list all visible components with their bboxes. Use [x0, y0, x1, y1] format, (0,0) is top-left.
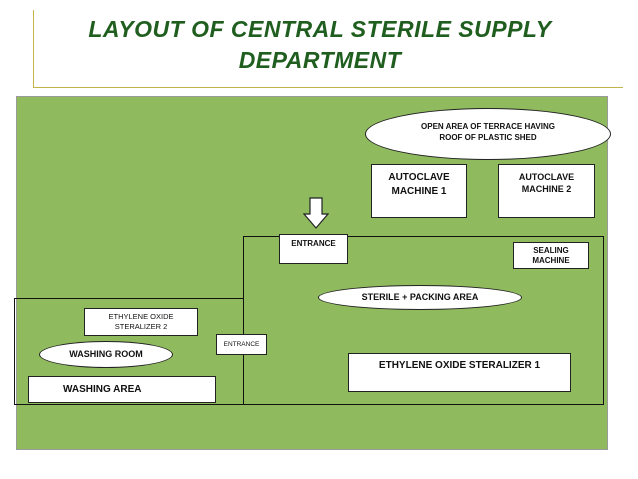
- sealing-machine: SEALING MACHINE: [513, 242, 589, 269]
- left-room-left-wall: [14, 298, 15, 405]
- left-room-bottom-wall: [14, 404, 244, 405]
- main-entrance-label: ENTRANCE: [291, 239, 336, 248]
- right-room-right-wall: [603, 236, 604, 404]
- terrace-label-line-2: ROOF OF PLASTIC SHED: [439, 133, 537, 142]
- autoclave-2-label-line-2: MACHINE 2: [521, 184, 572, 194]
- sterile-packing-label: STERILE + PACKING AREA: [361, 292, 479, 302]
- terrace-label-line-1: OPEN AREA OF TERRACE HAVING: [421, 122, 555, 131]
- washing-area: WASHING AREA: [28, 376, 216, 403]
- autoclave-2-label-line-1: AUTOCLAVE: [518, 172, 575, 182]
- autoclave-machine-1: AUTOCLAVE MACHINE 1: [371, 164, 467, 218]
- autoclave-1-label-line-1: AUTOCLAVE: [388, 172, 450, 183]
- title-line-1: LAYOUT OF CENTRAL STERILE SUPPLY: [88, 16, 552, 42]
- title-accent-rule: [33, 10, 34, 88]
- washing-room: WASHING ROOM: [39, 341, 173, 368]
- right-room-bottom-wall: [243, 404, 604, 405]
- right-room-top-wall: [243, 236, 603, 237]
- ethylene-oxide-sterilizer-1: ETHYLENE OXIDE STERALIZER 1: [348, 353, 571, 392]
- left-room-top-wall: [14, 298, 244, 299]
- page-title: LAYOUT OF CENTRAL STERILE SUPPLY DEPARTM…: [40, 14, 600, 76]
- autoclave-machine-2: AUTOCLAVE MACHINE 2: [498, 164, 595, 218]
- eo1-label: ETHYLENE OXIDE STERALIZER 1: [378, 360, 541, 371]
- sealing-label-line-2: MACHINE: [532, 256, 570, 265]
- washing-entrance: ENTRANCE: [216, 334, 267, 355]
- terrace-area: OPEN AREA OF TERRACE HAVING ROOF OF PLAS…: [365, 108, 611, 160]
- washing-entrance-label: ENTRANCE: [223, 341, 260, 348]
- title-line-2: DEPARTMENT: [238, 47, 402, 73]
- washing-room-label: WASHING ROOM: [69, 349, 143, 359]
- autoclave-1-label-line-2: MACHINE 1: [391, 186, 447, 197]
- ethylene-oxide-sterilizer-2: ETHYLENE OXIDE STERALIZER 2: [84, 308, 198, 336]
- eo2-label-line-2: STERALIZER 2: [114, 322, 168, 331]
- right-room-left-wall: [243, 236, 244, 404]
- sealing-label-line-1: SEALING: [533, 246, 569, 255]
- down-arrow-icon: [303, 197, 329, 229]
- main-entrance: ENTRANCE: [279, 234, 348, 264]
- washing-area-label: WASHING AREA: [63, 384, 142, 395]
- eo2-label-line-1: ETHYLENE OXIDE: [108, 312, 174, 321]
- sterile-packing-area: STERILE + PACKING AREA: [318, 285, 522, 310]
- title-underline: [33, 87, 623, 88]
